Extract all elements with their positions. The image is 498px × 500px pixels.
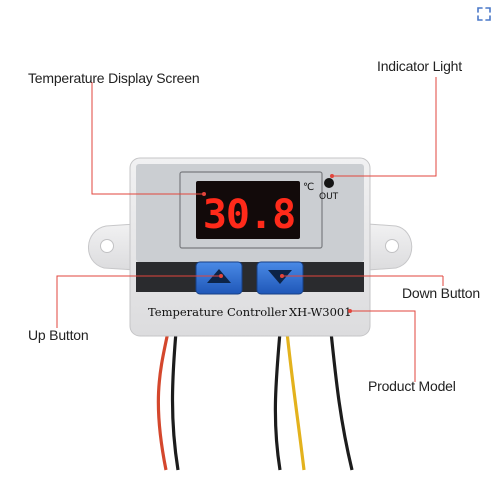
wire-black-left [170,331,180,471]
callout-down-button: Down Button [402,285,480,301]
unit-label: ℃ [303,182,314,193]
display-bezel [179,171,323,249]
product-model-leader [350,310,416,382]
left-mount-hole [100,239,114,253]
indicator-light [324,178,334,188]
callout-up-button: Up Button [28,327,89,343]
leader-lines [56,77,444,382]
model-label: XH-W3001 [289,305,352,319]
led-display [196,181,300,239]
callout-product-model: Product Model [368,378,456,394]
up-button-leader [56,275,221,328]
wire-red [156,331,170,471]
right-mount-hole [385,239,399,253]
up-button[interactable] [195,261,243,295]
device-label: Temperature Controller [148,305,287,319]
callout-indicator-light: Indicator Light [377,58,462,74]
wire-black-right [329,331,354,471]
callout-display-screen: Temperature Display Screen [28,70,200,86]
down-arrow-icon [268,270,292,284]
mounting-ears [88,223,413,271]
down-button[interactable] [256,261,304,295]
out-label: OUT [319,192,339,202]
display-screen-leader [91,82,204,195]
wire-black-mid [273,331,282,471]
button-strip [136,262,364,292]
display-reading: 30.8 [203,192,295,238]
wire-yellow [285,331,306,471]
wires [156,331,354,471]
indicator-light-leader [332,77,437,177]
expand-icon[interactable] [476,6,492,22]
